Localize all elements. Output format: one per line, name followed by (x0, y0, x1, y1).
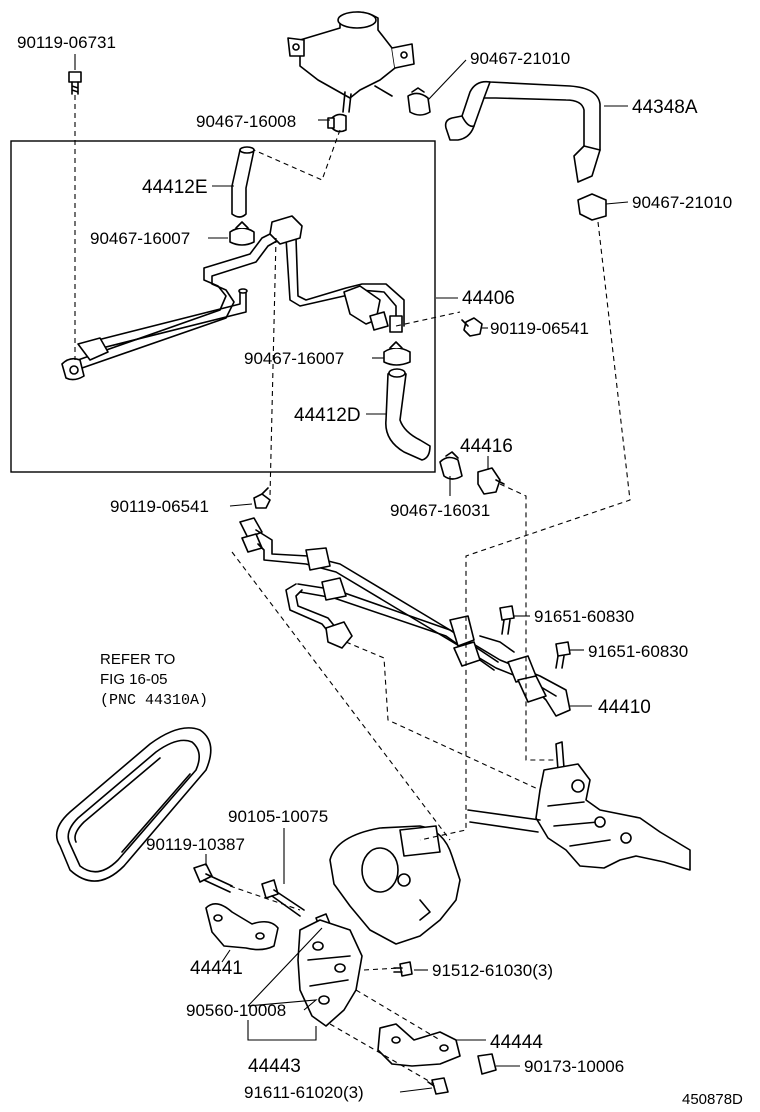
label-90467-16007-a: 90467-16007 (90, 229, 190, 248)
hose-44412E-drawing (231, 146, 255, 218)
bolt-90119-06731-drawing (68, 71, 82, 95)
bolt-90119-06541-b-drawing (253, 487, 271, 509)
reservoir-tank-drawing (287, 11, 415, 113)
clamp-90467-16007-a-drawing (229, 221, 255, 246)
label-90560-10008: 90560-10008 (186, 1001, 286, 1020)
label-44444: 44444 (490, 1032, 543, 1053)
bolt-90119-06541-a-drawing (461, 317, 483, 337)
drawing-id: 450878D (682, 1091, 743, 1108)
nut-90173-10006-drawing (477, 1053, 497, 1075)
union-44416-drawing (477, 467, 505, 495)
tube-assembly-44406-drawing (61, 215, 405, 381)
label-90467-16008: 90467-16008 (196, 112, 296, 131)
label-44416: 44416 (460, 436, 513, 457)
clamp-90467-21010-top-drawing (407, 87, 431, 116)
label-44441: 44441 (190, 958, 243, 979)
bracket-44443-drawing (297, 919, 363, 1027)
label-90119-06541-a: 90119-06541 (490, 319, 589, 338)
hose-44348A-drawing (444, 80, 601, 183)
bolt-91651-60830-b-drawing (555, 641, 571, 669)
refer-to-line3: (PNC 44310A) (100, 692, 208, 709)
refer-to-line1: REFER TO (100, 651, 175, 668)
bolt-91651-60830-a-drawing (499, 605, 515, 635)
label-44348A: 44348A (632, 97, 698, 118)
bolt-90119-10387-drawing (193, 863, 233, 893)
label-44443: 44443 (248, 1056, 301, 1077)
label-44412D: 44412D (294, 405, 361, 426)
bracket-44441-drawing (205, 903, 279, 951)
label-91512-61030: 91512-61030(3) (432, 961, 553, 980)
pressure-tube-44410-drawing (239, 517, 571, 717)
label-90467-16031: 90467-16031 (390, 501, 490, 520)
label-90119-10387: 90119-10387 (146, 835, 245, 854)
label-90467-16007-b: 90467-16007 (244, 349, 344, 368)
label-90467-21010-right: 90467-21010 (632, 193, 732, 212)
bracket-44444-drawing (377, 1023, 461, 1067)
clamp-90467-16008-drawing (327, 113, 347, 133)
steering-pump-drawing (329, 825, 461, 945)
label-44412E: 44412E (142, 177, 208, 198)
clamp-90467-16031-drawing (439, 451, 463, 480)
label-90119-06731: 90119-06731 (17, 33, 116, 52)
label-90119-06541-b: 90119-06541 (110, 497, 209, 516)
label-91651-60830-a: 91651-60830 (534, 607, 634, 626)
label-91611-61020: 91611-61020(3) (244, 1083, 364, 1102)
bolt-91611-61020-drawing (427, 1077, 449, 1095)
steering-gear-drawing (467, 741, 691, 871)
assembly-frame (10, 140, 436, 473)
label-90105-10075: 90105-10075 (228, 807, 328, 826)
refer-to-line2: FIG 16-05 (100, 671, 168, 688)
clamp-90467-21010-right-drawing (577, 193, 607, 221)
label-44410: 44410 (598, 697, 651, 718)
clamp-90467-16007-b-drawing (383, 341, 411, 366)
bolt-90105-10075-drawing (261, 879, 305, 917)
label-90467-21010-top: 90467-21010 (470, 49, 570, 68)
label-91651-60830-b: 91651-60830 (588, 642, 688, 661)
hose-44412D-drawing (385, 368, 431, 461)
bolt-91512-61030-drawing (393, 961, 413, 977)
label-90173-10006: 90173-10006 (524, 1057, 624, 1076)
drive-belt-drawing (55, 727, 212, 882)
guide-lines (74, 95, 631, 1085)
label-44406: 44406 (462, 288, 515, 309)
leader-lines (74, 54, 629, 1093)
